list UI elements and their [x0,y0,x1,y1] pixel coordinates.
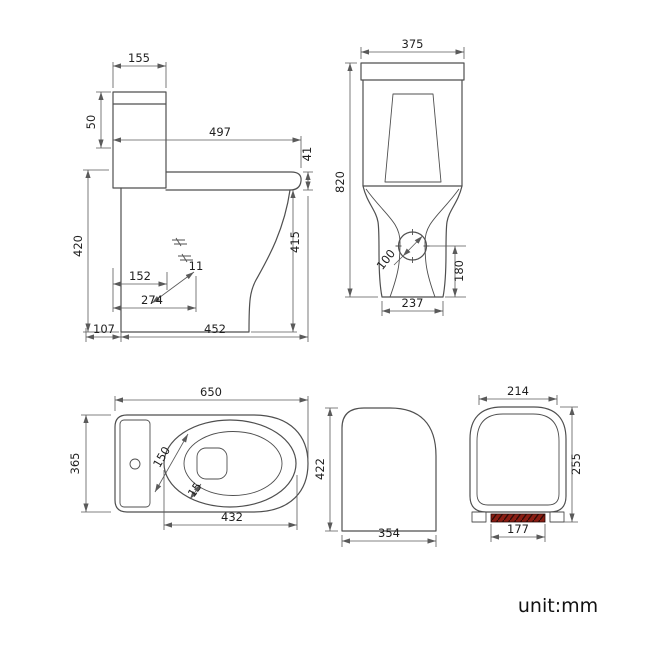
dim-label-base-width: 237 [402,296,424,310]
view-plan: 650 365 150 15 432 [68,385,309,530]
dim-label-profile-depth: 354 [378,526,400,540]
dim-side-seat-thickness: 41 [300,147,314,191]
bowl-outline [120,187,291,333]
cistern-inner-cavity [384,93,442,183]
dimension-line [154,433,189,493]
unit-label: unit:mm [518,595,598,617]
dim-side-trap-gap: 11 [151,259,204,304]
view-seat-plan: 214 255 177 [469,384,583,542]
plan-cistern [119,419,151,508]
seat-lid-outline [469,406,567,513]
dim-label-overall-height: 820 [333,171,347,193]
outlet-ticks [395,229,430,263]
dim-label-overall-depth: 650 [200,385,222,399]
hinge-bar-accent [490,513,546,523]
view-side-elevation: 155 50 497 41 420 415 [71,51,314,342]
dim-side-lid-height: 50 [84,91,111,149]
dim-seat-lid-depth: 255 [560,406,583,523]
dim-label-trap-setback: 152 [129,269,151,283]
dim-side-seat-depth: 497 [113,125,302,168]
extension-line [81,414,111,513]
dim-label-front-width: 375 [402,37,424,51]
dim-seat-hinge-span: 177 [490,522,546,542]
dim-label-profile-height: 422 [313,458,327,480]
dim-label-seat-thickness: 41 [300,147,314,162]
dim-side-rim-height: 415 [251,190,302,333]
extension-line [560,406,578,523]
dim-front-outlet-height: 180 [428,245,466,298]
dim-label-trap-gap: 11 [189,259,204,273]
view-cistern-profile: 422 354 [313,407,437,547]
dim-label-hinge-span: 177 [507,522,529,536]
dim-side-cistern-width: 155 [112,51,167,88]
dim-label-lid-depth: 255 [569,453,583,475]
dim-label-overall-width: 365 [68,453,82,475]
dim-profile-depth: 354 [341,526,437,547]
flush-button [129,458,141,470]
dim-label-outlet-diameter: 100 [374,247,399,273]
plan-outline [114,414,309,513]
dim-profile-height: 422 [313,407,338,532]
dim-plan-overall-width: 365 [68,414,111,513]
dim-seat-lid-width: 214 [478,384,558,405]
view-front-elevation: 375 820 100 180 237 [333,37,466,316]
trap-opening [196,447,228,480]
cistern-front-outline [360,62,465,187]
dimension-line [189,483,202,500]
dim-label-lid-height: 50 [84,115,98,130]
dim-front-cistern-width: 375 [360,37,465,59]
dim-label-cistern-width: 155 [128,51,150,65]
leader-line [393,255,404,266]
dim-side-outlet-setback: 274 [113,276,197,312]
dim-side-base-depth: 452 [121,322,308,340]
dim-label-rear-offset: 107 [93,322,115,336]
dim-plan-bowl-depth: 432 [163,470,298,530]
cistern-outline [112,91,167,189]
seat-lid-inner-line [476,413,560,506]
dim-label-seat-height: 420 [71,235,85,257]
dim-side-trap-setback: 152 [112,268,168,312]
dimension-line [402,235,423,257]
dim-label-outlet-setback: 274 [141,293,163,307]
dim-plan-rim-inset: 15 [185,480,205,500]
body-contour-lines [365,188,460,298]
dim-front-overall-height: 820 [333,62,378,298]
profile-outline [341,407,437,532]
dim-label-rim-inset: 15 [185,480,205,500]
dim-label-rim-height: 415 [288,231,302,253]
dim-label-outlet-height: 180 [452,260,466,282]
dim-label-seat-depth: 497 [209,125,231,139]
extension-line [163,470,298,530]
dim-label-lid-width: 214 [507,384,529,398]
extension-line [114,396,309,459]
dimension-line [151,271,195,304]
dim-label-base-depth: 452 [204,322,226,336]
water-level-marks [172,237,193,263]
dim-plan-overall-depth: 650 [114,385,309,459]
extension-line [428,245,466,298]
body-front-outline [362,185,463,298]
dim-front-base-width: 237 [381,296,444,316]
dim-label-bowl-depth: 432 [221,510,243,524]
dim-plan-bowl-width: 150 [150,433,189,493]
extension-line [96,91,111,149]
dim-side-seat-height: 420 [71,169,119,333]
seat-outline [165,171,302,191]
